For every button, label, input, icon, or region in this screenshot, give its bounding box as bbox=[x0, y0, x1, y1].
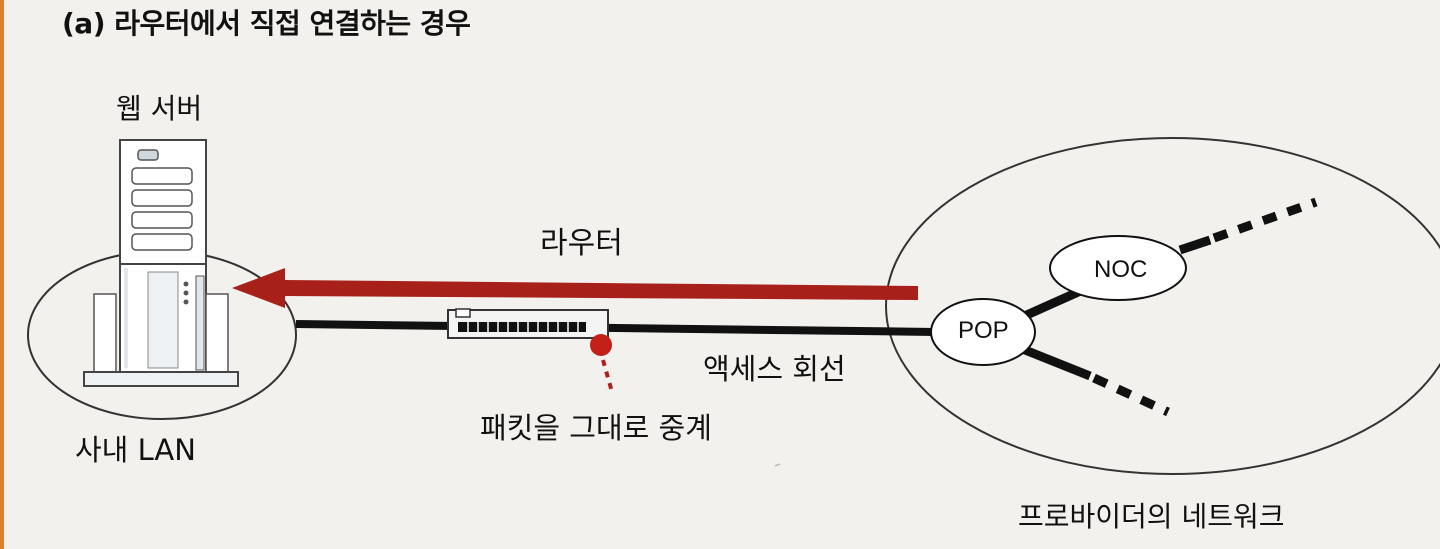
relay-label: 패킷을 그대로 중계 bbox=[480, 411, 712, 445]
edge-strip bbox=[0, 0, 4, 549]
noc-outbound-dashes bbox=[1212, 197, 1318, 243]
pop-node bbox=[930, 298, 1036, 366]
internal-lan-label: 사내 LAN bbox=[75, 433, 196, 467]
pop-outbound-link bbox=[1018, 343, 1092, 381]
provider-network-ellipse bbox=[885, 137, 1440, 475]
pop-label: POP bbox=[958, 317, 1009, 344]
diagram-title: (a) 라우터에서 직접 연결하는 경우 bbox=[62, 7, 471, 40]
noc-outbound-link bbox=[1178, 235, 1212, 255]
router-arrow bbox=[232, 268, 918, 308]
access-line bbox=[295, 320, 936, 336]
relay-dot bbox=[590, 334, 612, 356]
noc-node bbox=[1049, 235, 1187, 301]
router-label: 라우터 bbox=[540, 226, 623, 261]
smudge-mark bbox=[774, 463, 781, 467]
noc-label: NOC bbox=[1094, 256, 1148, 283]
web-server-label: 웹 서버 bbox=[116, 92, 203, 125]
access-line-label: 액세스 회선 bbox=[703, 352, 846, 386]
router-device-icon bbox=[447, 308, 609, 339]
web-server-icon bbox=[83, 139, 239, 387]
provider-network-label: 프로바이더의 네트워크 bbox=[1018, 500, 1285, 533]
pop-outbound-dashes bbox=[1092, 373, 1170, 417]
relay-leader bbox=[601, 359, 614, 393]
